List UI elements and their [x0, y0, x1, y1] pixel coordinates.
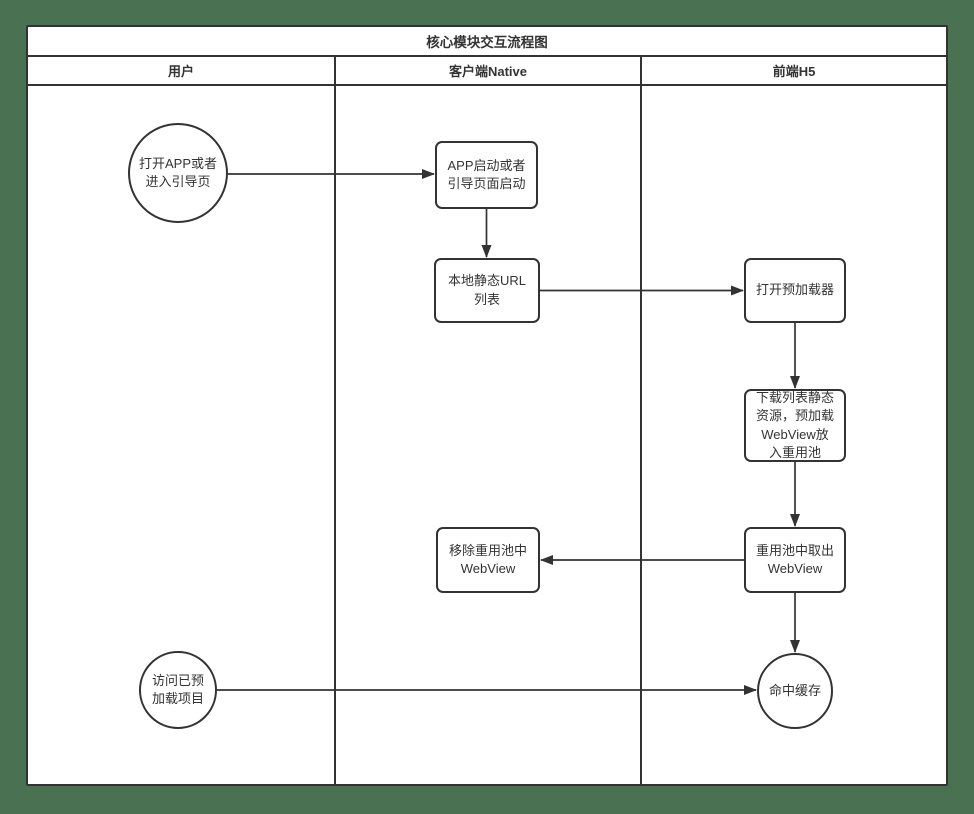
- diagram-frame: 核心模块交互流程图 用户 客户端Native 前端H5 打开APP或者 进入引导…: [26, 25, 948, 786]
- node-download-resources[interactable]: 下载列表静态 资源，预加载 WebView放 入重用池: [744, 389, 846, 462]
- node-open-app[interactable]: 打开APP或者 进入引导页: [128, 123, 228, 223]
- node-cache-hit[interactable]: 命中缓存: [757, 653, 833, 729]
- lane-divider-1: [334, 86, 336, 784]
- node-local-url-list[interactable]: 本地静态URL 列表: [434, 258, 540, 323]
- node-remove-webview[interactable]: 移除重用池中 WebView: [436, 527, 540, 593]
- diagram-body: 打开APP或者 进入引导页 APP启动或者 引导页面启动 本地静态URL 列表 …: [28, 86, 946, 784]
- diagram-title: 核心模块交互流程图: [28, 27, 946, 57]
- lane-header-user: 用户: [167, 64, 194, 79]
- lane-header-native: 客户端Native: [334, 57, 640, 84]
- node-open-preloader[interactable]: 打开预加载器: [744, 258, 846, 323]
- lane-header-row: 用户 客户端Native 前端H5: [28, 57, 946, 86]
- node-take-webview[interactable]: 重用池中取出 WebView: [744, 527, 846, 593]
- node-app-launch[interactable]: APP启动或者 引导页面启动: [435, 141, 538, 209]
- lane-divider-2: [640, 86, 642, 784]
- lane-header-h5: 前端H5: [640, 57, 946, 84]
- node-visit-preloaded[interactable]: 访问已预 加载项目: [139, 651, 217, 729]
